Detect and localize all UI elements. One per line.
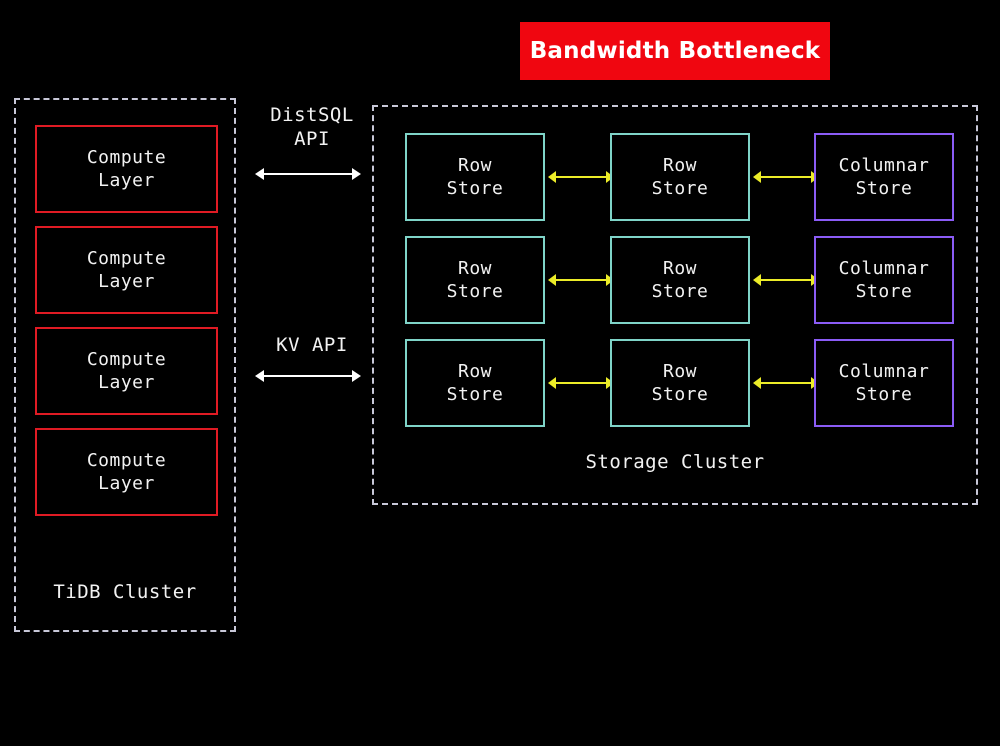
row-store-node-1-2: Row Store: [610, 133, 750, 221]
arrow-head-left-icon: [753, 171, 761, 183]
arrow-head-left-icon: [255, 168, 264, 180]
storage-cluster-frame: [372, 105, 978, 505]
columnar-store-node-2: Columnar Store: [814, 236, 954, 324]
node-label-line1: Columnar: [838, 361, 930, 382]
arrow-head-left-icon: [753, 274, 761, 286]
link-arrow-1-b-icon: [753, 170, 819, 184]
row-store-node-3-1: Row Store: [405, 339, 545, 427]
compute-layer-node-4: Compute Layer: [35, 428, 218, 516]
node-label-line2: Store: [446, 178, 504, 199]
kv-api-bidirectional-arrow-icon: [255, 369, 361, 383]
bandwidth-bottleneck-banner: Bandwidth Bottleneck: [520, 22, 830, 80]
node-label-line1: Row: [662, 258, 697, 279]
arrow-head-left-icon: [548, 171, 556, 183]
node-label-line1: Columnar: [838, 155, 930, 176]
node-label-line1: Row: [662, 361, 697, 382]
link-arrow-3-b-icon: [753, 376, 819, 390]
link-arrow-1-a-icon: [548, 170, 614, 184]
arrow-shaft: [555, 382, 607, 384]
storage-cluster-label: Storage Cluster: [585, 451, 765, 473]
node-label-line1: Row: [457, 258, 492, 279]
node-label-line2: Store: [855, 178, 913, 199]
compute-layer-node-1: Compute Layer: [35, 125, 218, 213]
row-store-node-3-2: Row Store: [610, 339, 750, 427]
arrow-shaft: [760, 382, 812, 384]
columnar-store-node-3: Columnar Store: [814, 339, 954, 427]
compute-layer-node-2: Compute Layer: [35, 226, 218, 314]
node-label-line2: Store: [446, 384, 504, 405]
node-label-line2: Store: [651, 281, 709, 302]
arrow-head-right-icon: [352, 370, 361, 382]
compute-layer-node-3: Compute Layer: [35, 327, 218, 415]
arrow-shaft: [760, 279, 812, 281]
node-label-line2: Layer: [98, 372, 155, 393]
distsql-api-label-line1: DistSQL: [270, 104, 354, 126]
node-label-line2: Layer: [98, 170, 155, 191]
arrow-head-left-icon: [548, 274, 556, 286]
node-label-line2: Store: [855, 384, 913, 405]
distsql-api-bidirectional-arrow-icon: [255, 167, 361, 181]
node-label-line1: Columnar: [838, 258, 930, 279]
tidb-cluster-frame: [14, 98, 236, 632]
node-label-line1: Row: [457, 155, 492, 176]
node-label-line1: Compute: [86, 248, 167, 269]
arrow-shaft: [760, 176, 812, 178]
node-label-line2: Store: [446, 281, 504, 302]
banner-label: Bandwidth Bottleneck: [529, 38, 821, 64]
node-label-line1: Row: [662, 155, 697, 176]
link-arrow-3-a-icon: [548, 376, 614, 390]
row-store-node-2-2: Row Store: [610, 236, 750, 324]
columnar-store-node-1: Columnar Store: [814, 133, 954, 221]
node-label-line2: Store: [651, 384, 709, 405]
node-label-line1: Row: [457, 361, 492, 382]
node-label-line2: Layer: [98, 271, 155, 292]
arrow-shaft: [555, 176, 607, 178]
node-label-line2: Store: [855, 281, 913, 302]
kv-api-label-line1: KV API: [276, 334, 348, 356]
arrow-head-left-icon: [255, 370, 264, 382]
node-label-line1: Compute: [86, 147, 167, 168]
row-store-node-1-1: Row Store: [405, 133, 545, 221]
arrow-shaft: [263, 173, 353, 175]
link-arrow-2-b-icon: [753, 273, 819, 287]
node-label-line2: Layer: [98, 473, 155, 494]
arrow-shaft: [555, 279, 607, 281]
row-store-node-2-1: Row Store: [405, 236, 545, 324]
arrow-head-right-icon: [352, 168, 361, 180]
arrow-head-left-icon: [548, 377, 556, 389]
node-label-line1: Compute: [86, 450, 167, 471]
node-label-line2: Store: [651, 178, 709, 199]
arrow-head-left-icon: [753, 377, 761, 389]
distsql-api-label-line2: API: [294, 128, 330, 150]
node-label-line1: Compute: [86, 349, 167, 370]
tidb-cluster-label: TiDB Cluster: [53, 581, 197, 603]
link-arrow-2-a-icon: [548, 273, 614, 287]
arrow-shaft: [263, 375, 353, 377]
